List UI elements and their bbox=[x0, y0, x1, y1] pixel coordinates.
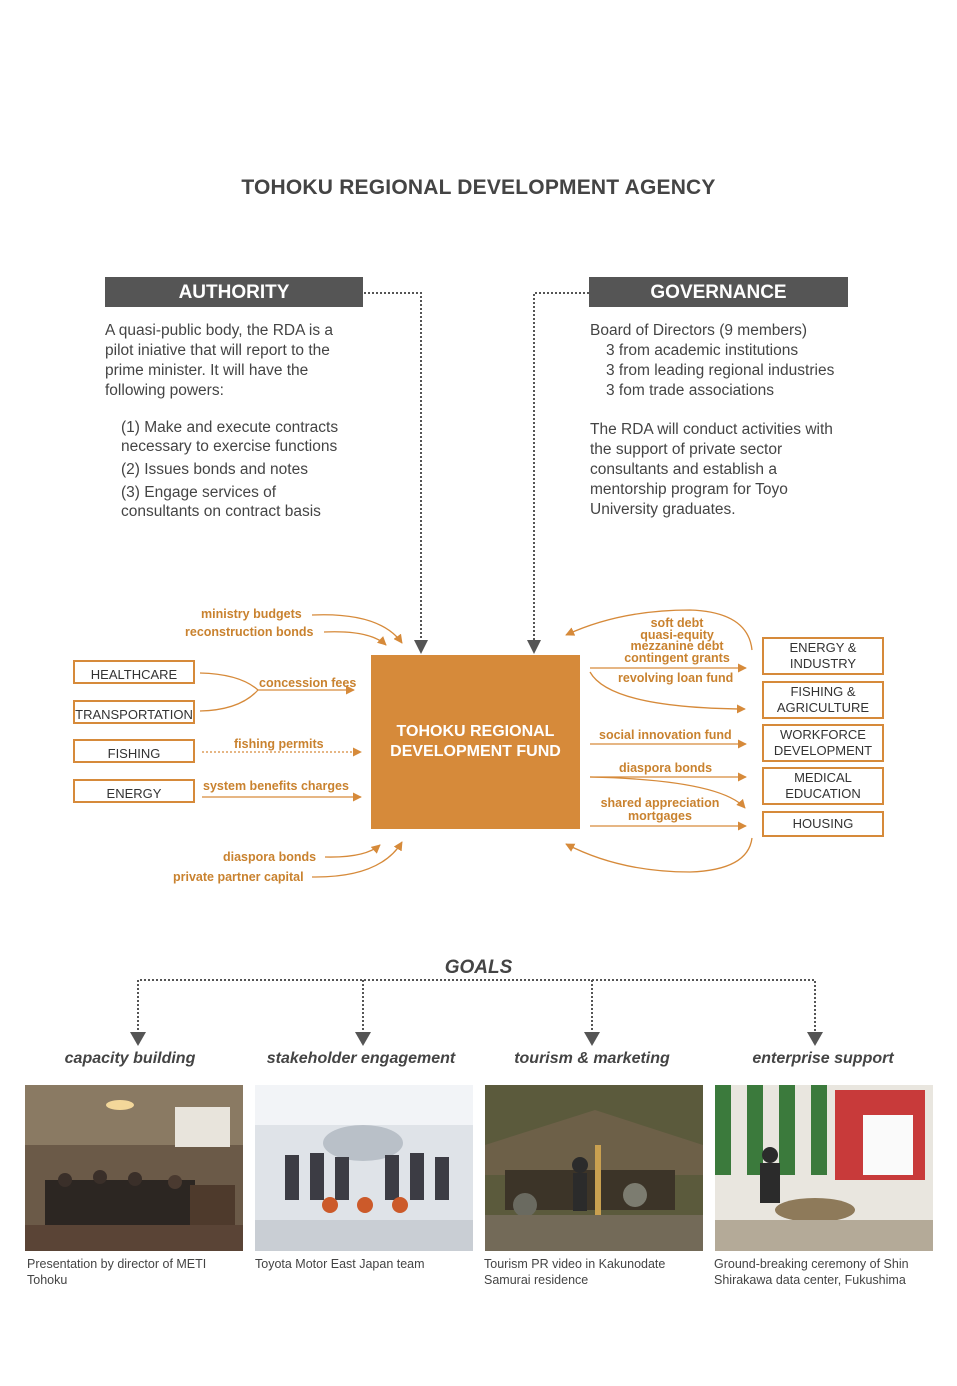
authority-intro-line: A quasi-public body, the RDA is a bbox=[105, 321, 365, 341]
goal-label-stakeholder-engagement: stakeholder engagement bbox=[251, 1050, 471, 1068]
caption-line: Tourism PR video in Kakunodate bbox=[484, 1256, 706, 1272]
source-fishing: FISHING bbox=[73, 739, 195, 763]
label-fishing-permits: fishing permits bbox=[234, 738, 324, 751]
goal-arrowhead-4 bbox=[807, 1032, 823, 1046]
power-1-line-2: necessary to exercise functions bbox=[121, 437, 371, 456]
arrow-reconstruction-bonds bbox=[324, 632, 386, 645]
authority-arrowhead bbox=[414, 640, 428, 654]
power-3-line-2: consultants on contract basis bbox=[121, 502, 371, 521]
activities-line: mentorship program for Toyo bbox=[590, 480, 860, 500]
caption-line: Samurai residence bbox=[484, 1272, 706, 1288]
authority-powers: (1) Make and execute contracts necessary… bbox=[121, 418, 371, 521]
goal-arrowhead-2 bbox=[355, 1032, 371, 1046]
activities-line: consultants and establish a bbox=[590, 460, 860, 480]
photo-samurai-residence bbox=[485, 1085, 703, 1251]
goal-label-tourism-marketing: tourism & marketing bbox=[482, 1050, 702, 1068]
label-ministry-budgets: ministry budgets bbox=[201, 608, 302, 621]
use-label: AGRICULTURE bbox=[777, 700, 869, 716]
board-line: Board of Directors (9 members) bbox=[590, 321, 860, 341]
arrow-ministry-budgets bbox=[312, 615, 402, 643]
arrow-transportation bbox=[200, 690, 258, 711]
use-label: FISHING & bbox=[777, 684, 869, 700]
use-fishing-agriculture: FISHING &AGRICULTURE bbox=[762, 681, 884, 719]
caption-stakeholder-engagement: Toyota Motor East Japan team bbox=[255, 1256, 477, 1272]
authority-intro-line: following powers: bbox=[105, 381, 365, 401]
arrow-private-capital bbox=[312, 842, 402, 877]
goal-arrowhead-1 bbox=[130, 1032, 146, 1046]
label-diaspora-bonds-in: diaspora bonds bbox=[223, 851, 316, 864]
goals-connector bbox=[138, 980, 815, 1038]
goal-arrowhead-3 bbox=[584, 1032, 600, 1046]
goals-title: GOALS bbox=[0, 957, 957, 979]
use-label: MEDICAL bbox=[785, 770, 861, 786]
authority-intro-line: prime minister. It will have the bbox=[105, 361, 365, 381]
use-label: INDUSTRY bbox=[790, 656, 857, 672]
governance-board: Board of Directors (9 members) 3 from ac… bbox=[590, 321, 860, 401]
power-2: (2) Issues bonds and notes bbox=[121, 460, 371, 479]
use-energy-industry: ENERGY &INDUSTRY bbox=[762, 637, 884, 675]
power-1-line-1: (1) Make and execute contracts bbox=[121, 418, 371, 437]
use-label: ENERGY & bbox=[790, 640, 857, 656]
label-contingent-grants: contingent grants bbox=[597, 653, 757, 665]
arrow-housing-return bbox=[566, 838, 752, 872]
label-financing-instruments: soft debt quasi-equity mezzanine debt co… bbox=[597, 618, 757, 664]
caption-line: Presentation by director of METI bbox=[27, 1256, 249, 1272]
caption-line: Ground-breaking ceremony of Shin bbox=[714, 1256, 936, 1272]
label-social-innovation-fund: social innovation fund bbox=[599, 729, 732, 742]
source-healthcare: HEALTHCARE bbox=[73, 660, 195, 684]
caption-line: Shirakawa data center, Fukushima bbox=[714, 1272, 936, 1288]
governance-arrowhead bbox=[527, 640, 541, 654]
board-line: 3 from academic institutions bbox=[590, 341, 860, 361]
caption-line: Tohoku bbox=[27, 1272, 249, 1288]
goal-label-enterprise-support: enterprise support bbox=[713, 1050, 933, 1068]
photo-groundbreaking bbox=[715, 1085, 933, 1251]
caption-capacity-building: Presentation by director of METI Tohoku bbox=[27, 1256, 249, 1288]
fund-box: TOHOKU REGIONAL DEVELOPMENT FUND bbox=[371, 655, 580, 829]
authority-intro-line: pilot iniative that will report to the bbox=[105, 341, 365, 361]
photo-team bbox=[255, 1085, 473, 1251]
authority-intro: A quasi-public body, the RDA is a pilot … bbox=[105, 321, 365, 401]
source-energy: ENERGY bbox=[73, 779, 195, 803]
governance-activities: The RDA will conduct activities with the… bbox=[590, 420, 860, 520]
label-diaspora-bonds-out: diaspora bonds bbox=[619, 762, 712, 775]
use-label: DEVELOPMENT bbox=[774, 743, 872, 759]
fund-title-line-1: TOHOKU REGIONAL bbox=[390, 722, 561, 742]
label-system-benefits-charges: system benefits charges bbox=[203, 780, 349, 793]
activities-line: The RDA will conduct activities with bbox=[590, 420, 860, 440]
fund-title-line-2: DEVELOPMENT FUND bbox=[390, 742, 561, 762]
goal-label-capacity-building: capacity building bbox=[20, 1050, 240, 1068]
power-3-line-1: (3) Engage services of bbox=[121, 483, 371, 502]
source-transportation: TRANSPORTATION bbox=[73, 700, 195, 724]
caption-enterprise-support: Ground-breaking ceremony of Shin Shiraka… bbox=[714, 1256, 936, 1288]
governance-connector bbox=[534, 293, 589, 640]
use-housing: HOUSING bbox=[762, 811, 884, 837]
caption-line: Toyota Motor East Japan team bbox=[255, 1256, 477, 1272]
label-concession-fees: concession fees bbox=[259, 677, 356, 690]
label-reconstruction-bonds: reconstruction bonds bbox=[185, 626, 313, 639]
label-shared-appreciation-line-2: mortgages bbox=[580, 810, 740, 823]
arrow-diaspora-bonds-in bbox=[325, 845, 380, 857]
photo-meeting-room bbox=[25, 1085, 243, 1251]
activities-line: the support of private sector bbox=[590, 440, 860, 460]
board-line: 3 from leading regional industries bbox=[590, 361, 860, 381]
board-line: 3 fom trade associations bbox=[590, 381, 860, 401]
governance-header: GOVERNANCE bbox=[589, 277, 848, 307]
authority-header: AUTHORITY bbox=[105, 277, 363, 307]
activities-line: University graduates. bbox=[590, 500, 860, 520]
label-private-partner-capital: private partner capital bbox=[173, 871, 304, 884]
use-label: WORKFORCE bbox=[774, 727, 872, 743]
label-shared-appreciation: shared appreciation mortgages bbox=[580, 797, 740, 823]
use-label: EDUCATION bbox=[785, 786, 861, 802]
caption-tourism-marketing: Tourism PR video in Kakunodate Samurai r… bbox=[484, 1256, 706, 1288]
label-revolving-loan-fund: revolving loan fund bbox=[618, 672, 733, 685]
use-label: HOUSING bbox=[793, 816, 854, 832]
authority-connector bbox=[364, 293, 421, 640]
